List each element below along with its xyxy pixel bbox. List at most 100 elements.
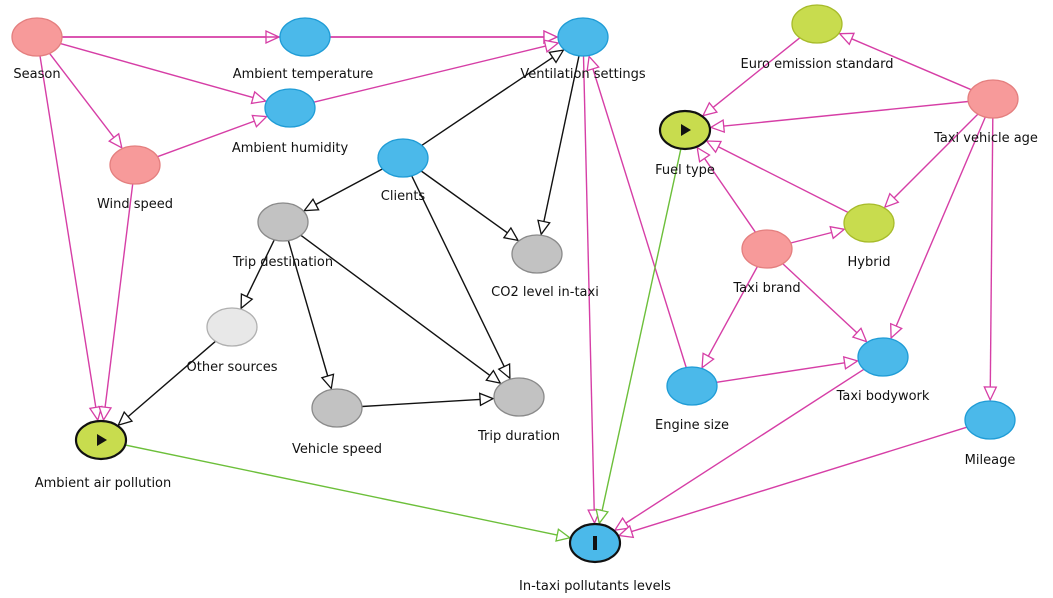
arrowhead-icon [709,119,726,134]
node-mileage[interactable] [964,400,1016,440]
node-ellipse[interactable] [964,400,1016,440]
node-label-other_sources: Other sources [187,360,278,375]
arrowhead-icon [883,192,900,209]
node-trip_duration[interactable] [493,377,545,417]
arrowhead-icon [705,140,723,154]
edge-line [124,444,558,536]
node-ellipse[interactable] [206,307,258,347]
node-engine_size[interactable] [666,366,718,406]
arrowhead-icon [701,352,715,369]
edge-line [300,234,491,376]
edge-taxi_brand-to-taxi_bodywork [782,263,868,343]
node-ambient_air_pollution[interactable] [74,419,128,461]
edge-line [989,117,994,388]
node-fuel_type[interactable] [658,109,712,151]
node-label-ambient_temperature: Ambient temperature [233,67,374,82]
arrowhead-icon [613,516,631,532]
edge-line [592,68,687,368]
node-intaxi_pollutants[interactable] [568,522,622,564]
node-ventilation_settings[interactable] [557,17,609,57]
arrowhead-icon [890,322,903,340]
node-taxi_bodywork[interactable] [857,337,909,377]
edge-vehicle_speed-to-trip_duration [361,392,495,408]
edge-euro_emission_standard-to-fuel_type [701,37,801,117]
edge-taxi_vehicle_age-to-euro_emission_standard [838,32,972,91]
node-ellipse[interactable] [741,229,793,269]
edge-line [851,38,972,91]
edge-clients-to-co2_level [420,170,520,242]
arrowhead-icon [543,39,560,54]
node-ellipse[interactable] [857,337,909,377]
node-ellipse[interactable] [264,88,316,128]
edge-taxi_bodywork-to-intaxi_pollutants [613,368,865,532]
arrowhead-icon [497,362,511,380]
node-ellipse[interactable] [843,203,895,243]
edge-ambient_temperature-to-ventilation_settings [330,29,559,45]
arrowhead-icon [88,405,103,422]
node-taxi_brand[interactable] [741,229,793,269]
edge-line [104,183,134,408]
node-ellipse[interactable] [109,145,161,185]
node-label-taxi_vehicle_age: Taxi vehicle age [933,131,1038,146]
node-vehicle_speed[interactable] [311,388,363,428]
node-hybrid[interactable] [843,203,895,243]
node-label-co2_level: CO2 level in-taxi [491,285,599,300]
arrowhead-icon [983,386,998,402]
node-ellipse[interactable] [666,366,718,406]
edge-line [411,175,505,367]
arrowhead-icon [701,101,719,117]
edge-fuel_type-to-intaxi_pollutants [595,148,682,525]
arrowhead-icon [502,226,520,242]
node-ellipse[interactable] [11,17,63,57]
edge-ambient_air_pollution-to-intaxi_pollutants [124,444,572,542]
arrowhead-icon [320,373,335,390]
edge-line [631,426,968,533]
node-co2_level[interactable] [511,234,563,274]
edge-line [315,168,383,206]
edge-engine_size-to-ventilation_settings [586,54,687,368]
node-ellipse[interactable] [557,17,609,57]
arrowhead-icon [696,146,711,163]
arrowhead-icon [595,508,610,525]
node-label-clients: Clients [381,189,426,204]
node-other_sources[interactable] [206,307,258,347]
node-ellipse[interactable] [967,79,1019,119]
node-ellipse[interactable] [791,4,843,44]
node-label-mileage: Mileage [965,453,1016,468]
node-ellipse[interactable] [257,202,309,242]
node-wind_speed[interactable] [109,145,161,185]
arrowhead-icon [829,225,846,240]
node-label-intaxi_pollutants: In-taxi pollutants levels [519,579,671,594]
node-label-engine_size: Engine size [655,418,729,433]
play-icon [681,124,691,136]
edge-line [421,56,554,146]
edge-taxi_brand-to-engine_size [701,266,759,369]
node-clients[interactable] [377,138,429,178]
node-ellipse[interactable] [511,234,563,274]
edge-season-to-ambient_humidity [60,42,268,105]
node-label-ambient_air_pollution: Ambient air pollution [35,476,172,491]
edge-line [895,116,986,327]
edge-line [893,113,979,199]
edge-line [361,398,481,408]
node-trip_destination[interactable] [257,202,309,242]
node-ambient_temperature[interactable] [279,17,331,57]
node-label-season: Season [13,67,60,82]
node-ellipse[interactable] [279,17,331,57]
arrowhead-icon [302,197,320,212]
node-season[interactable] [11,17,63,57]
node-ellipse[interactable] [377,138,429,178]
node-euro_emission_standard[interactable] [791,4,843,44]
edge-clients-to-trip_destination [302,168,383,212]
node-ellipse[interactable] [311,388,363,428]
arrowhead-icon [108,132,123,150]
arrowhead-icon [617,524,635,539]
node-ambient_humidity[interactable] [264,88,316,128]
edge-trip_destination-to-other_sources [240,239,275,310]
node-ellipse[interactable] [493,377,545,417]
node-label-hybrid: Hybrid [848,255,891,270]
edge-line [582,55,595,511]
node-taxi_vehicle_age[interactable] [967,79,1019,119]
